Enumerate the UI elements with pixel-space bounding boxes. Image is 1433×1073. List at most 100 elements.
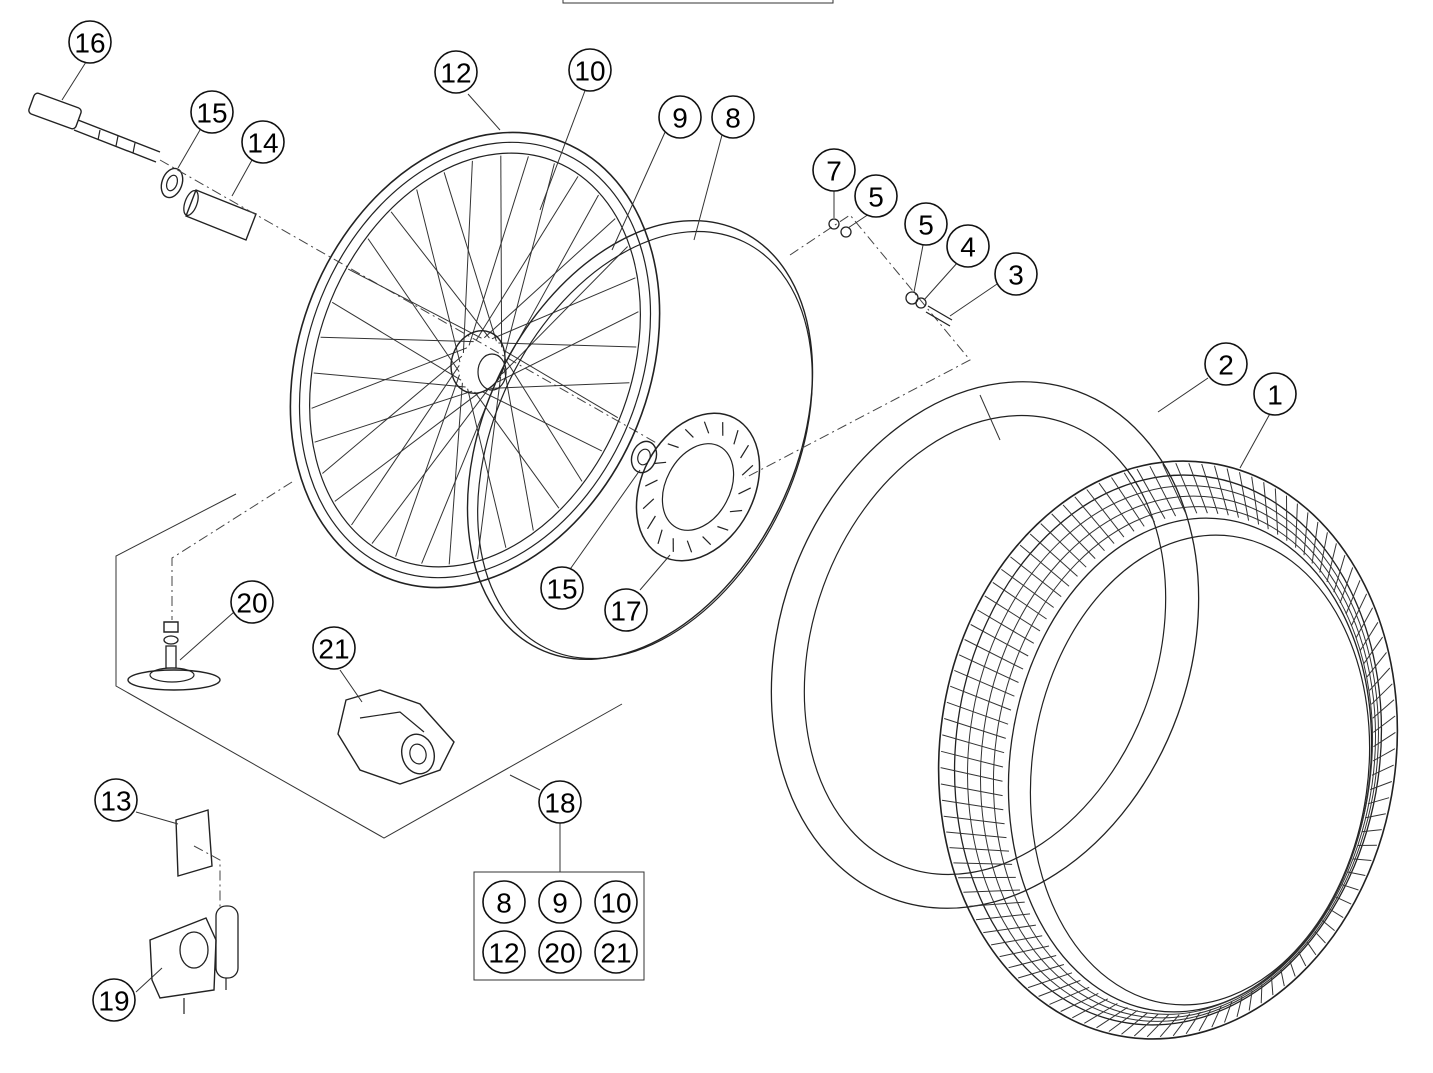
spoke-line <box>483 218 616 339</box>
tread-line <box>1295 503 1298 548</box>
spoke-line <box>331 301 462 381</box>
tread-line <box>963 889 1021 893</box>
bearing-top-leader <box>177 129 201 169</box>
bearing-bottom-leader <box>565 469 641 576</box>
washer-bolt-part <box>905 291 953 327</box>
spoke-line <box>462 160 473 354</box>
spoke-line <box>322 355 463 474</box>
disc-slot <box>686 540 693 553</box>
callout-19: 19 <box>92 978 136 1022</box>
axle-part <box>28 92 161 163</box>
tread-ring <box>980 495 1376 1019</box>
rim-tape-leader <box>611 129 667 251</box>
tread-line <box>1098 482 1135 532</box>
valve-leader <box>179 611 235 661</box>
callout-5-right-label: 5 <box>918 210 934 241</box>
lockwasher-leader <box>923 261 959 301</box>
tube-leader <box>1157 377 1209 413</box>
rim-band-part <box>477 230 813 660</box>
tread-line <box>1121 1012 1149 1035</box>
tread-line <box>1333 554 1346 593</box>
spoke-line <box>390 211 490 339</box>
tread-line <box>1335 896 1352 905</box>
callout-2-label: 2 <box>1218 350 1234 381</box>
kit-item-5: 20 <box>538 930 582 974</box>
callout-14-label: 14 <box>247 128 278 159</box>
callout-3: 3 <box>994 252 1038 296</box>
spoke-line <box>320 336 474 343</box>
tyre-leader <box>1239 409 1273 469</box>
tread-line <box>1280 969 1285 987</box>
spoke-line <box>501 246 628 375</box>
tread-line <box>1339 567 1354 604</box>
tread-line <box>1175 463 1198 514</box>
callout-10-label: 10 <box>574 56 605 87</box>
axle-centerline <box>159 159 661 446</box>
tread-line <box>944 718 1006 739</box>
tread-line <box>1314 931 1326 944</box>
kit-item-3-label: 10 <box>600 888 631 919</box>
callout-12: 12 <box>434 50 478 94</box>
tread-line <box>1146 1014 1169 1038</box>
tread-line <box>970 624 1029 657</box>
tread-line <box>1049 986 1090 1005</box>
tread-line <box>1074 496 1115 544</box>
callout-18: 18 <box>538 780 582 824</box>
spoke-line <box>468 156 529 346</box>
callout-15-top-label: 15 <box>196 98 227 129</box>
callout-17-label: 17 <box>610 596 641 627</box>
tread-line <box>1298 951 1307 967</box>
disc-slot <box>684 428 694 438</box>
tread-line <box>1019 544 1070 587</box>
callout-19-label: 19 <box>98 986 129 1017</box>
tread-line <box>1123 472 1156 523</box>
kit-item-5-label: 20 <box>544 938 575 969</box>
tread-line <box>983 924 1036 934</box>
tread-line <box>1072 998 1109 1019</box>
callout-7: 7 <box>812 148 856 192</box>
tread-line <box>1084 1003 1118 1024</box>
tread-line <box>1051 513 1096 559</box>
tread-line <box>1236 996 1243 1018</box>
adhesive-pad-part <box>175 809 213 877</box>
callout-21-label: 21 <box>318 634 349 665</box>
bolt-group-dashline <box>744 214 971 479</box>
callout-12-label: 12 <box>440 58 471 89</box>
tread-line <box>940 767 1003 782</box>
tread-line <box>975 913 1031 921</box>
spacer-leader <box>231 159 253 197</box>
spoke-line <box>347 268 482 339</box>
disc-slot <box>667 443 679 449</box>
bearing-top-part <box>160 167 184 199</box>
spoke-line <box>504 358 583 482</box>
valve-part <box>127 621 221 691</box>
disc-slot <box>738 487 751 495</box>
tread-line <box>958 654 1019 683</box>
callout-1-label: 1 <box>1267 380 1283 411</box>
tread-line <box>1040 523 1087 568</box>
spoke-line <box>490 382 630 389</box>
tread-line <box>1342 884 1359 891</box>
spoke-line <box>502 349 619 419</box>
tread-line <box>950 685 1012 711</box>
callout-2: 2 <box>1204 342 1248 386</box>
tread-line <box>1062 504 1105 552</box>
tread-line <box>1361 829 1382 833</box>
tread-line <box>1008 955 1057 969</box>
tread-line <box>1224 1001 1233 1023</box>
spoke-line <box>395 374 460 557</box>
spacer-part <box>183 189 257 241</box>
tread-line <box>1038 979 1081 997</box>
disc-slot <box>740 444 750 459</box>
tread-line <box>1274 488 1279 535</box>
kit-item-1: 8 <box>482 880 526 924</box>
tread-line <box>949 847 1010 852</box>
spoke-line <box>477 376 502 560</box>
spoke-line <box>443 172 497 342</box>
callout-16-label: 16 <box>74 28 105 59</box>
disc-slot <box>646 515 656 530</box>
tread-line <box>940 783 1003 797</box>
tread-line <box>1185 1011 1201 1035</box>
tread-line <box>1188 463 1208 514</box>
